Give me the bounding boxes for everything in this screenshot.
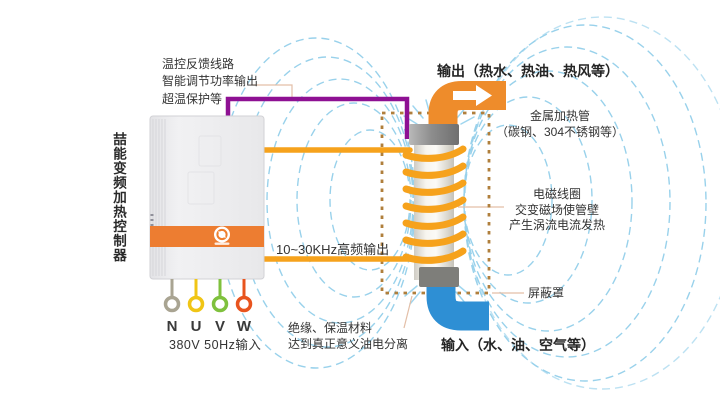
- pipe-bottom-cap: [419, 267, 459, 287]
- coil-line2: 交变磁场使管壁: [514, 202, 599, 217]
- front-panel-outlines: [187, 135, 222, 205]
- power-input-label: 380V 50Hz输入: [169, 338, 262, 352]
- power-terminals: N U V W: [163, 279, 253, 335]
- controller-device: [149, 115, 265, 280]
- feedback-line2: 智能调节功率输出: [162, 74, 259, 89]
- coil-line3: 产生涡流电流发热: [508, 218, 605, 233]
- hf-output-wires: [260, 147, 413, 262]
- input-pipe: [426, 285, 489, 331]
- terminal-w: W: [235, 279, 253, 335]
- output-arrow-icon: [453, 85, 492, 106]
- brand-logo-icon: [214, 226, 230, 245]
- shield-label: 屏蔽罩: [528, 286, 565, 300]
- controller-title: 喆能变频加热控制器: [111, 132, 126, 263]
- terminal-n: N: [163, 279, 181, 335]
- coil-label: 电磁线圈 交变磁场使管壁 产生涡流电流发热: [494, 187, 620, 234]
- feedback-line1: 温控反馈线路: [162, 57, 235, 71]
- terminal-u-label: U: [191, 318, 202, 335]
- terminal-w-label: W: [237, 318, 252, 335]
- label-connector-insulation: [403, 295, 413, 329]
- pipe-top-cap: [409, 124, 459, 145]
- label-connector-feedback: [251, 84, 293, 97]
- feedback-wire: [225, 96, 410, 139]
- terminal-u: U: [187, 279, 205, 335]
- input-label: 输入（水、油、空气等）: [441, 337, 595, 353]
- terminal-v: V: [211, 279, 229, 335]
- hf-output-label: 10~30KHz高频输出: [276, 242, 390, 257]
- output-label: 输出（热水、热油、热风等）: [437, 63, 619, 79]
- magnetic-field-lines: [216, 16, 720, 390]
- heatsink-fins: [152, 119, 166, 276]
- insulation-line1: 绝缘、保温材料: [288, 321, 373, 335]
- label-connectors: [251, 84, 524, 329]
- device-brand-band: [150, 226, 264, 247]
- heating-tube-label: 金属加热管 （碳钢、304不锈钢等）: [496, 109, 624, 140]
- insulation-line2: 达到真正意义油电分离: [288, 337, 409, 352]
- feedback-label: 温控反馈线路 智能调节功率输出 超温保护等: [162, 56, 258, 108]
- coil-line1: 电磁线圈: [532, 187, 581, 201]
- insulation-label: 绝缘、保温材料 达到真正意义油电分离: [288, 320, 408, 352]
- heating-tube-line2: （碳钢、304不锈钢等）: [496, 124, 625, 139]
- terminal-v-label: V: [215, 318, 225, 335]
- heating-tube-line1: 金属加热管: [529, 109, 590, 123]
- induction-coil: [402, 145, 467, 264]
- terminal-n-label: N: [167, 318, 178, 335]
- feedback-line3: 超温保护等: [162, 91, 223, 106]
